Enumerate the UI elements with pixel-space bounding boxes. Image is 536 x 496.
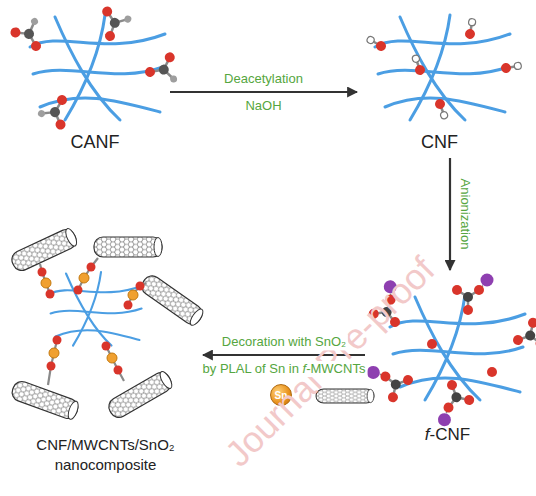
material-name: f-CNF	[425, 424, 470, 446]
reagent-label: NaOH	[243, 98, 283, 114]
reaction-arrow	[449, 158, 451, 270]
material-name: CANF	[71, 131, 120, 154]
tin-sphere: Sn	[270, 384, 292, 406]
mwcnt-symbol	[316, 389, 374, 403]
material-panel: f-CNF	[365, 270, 530, 450]
canf-fibers	[9, 5, 179, 131]
material-name: CNF	[421, 131, 458, 154]
material-panel: CANF	[20, 8, 170, 158]
fcnf-fibers	[359, 274, 536, 429]
material-panel: CNF/MWCNTs/SnO₂ nanocomposite	[8, 232, 203, 478]
step-label: Deacetylation	[222, 71, 305, 87]
nanocomposite-illustration	[9, 227, 206, 421]
material-panel: CNF	[357, 8, 522, 158]
cnf-fibers	[365, 15, 522, 120]
element-symbol: Sn	[275, 389, 288, 402]
step-label: Anionization	[457, 177, 473, 252]
process-note: by PLAL of Sn in f-MWCNTs	[201, 361, 368, 377]
reaction-arrow	[170, 91, 357, 93]
step-label: Decoration with SnO₂	[220, 334, 348, 350]
material-name: CNF/MWCNTs/SnO₂ nanocomposite	[18, 435, 193, 474]
reaction-arrow	[203, 354, 365, 356]
